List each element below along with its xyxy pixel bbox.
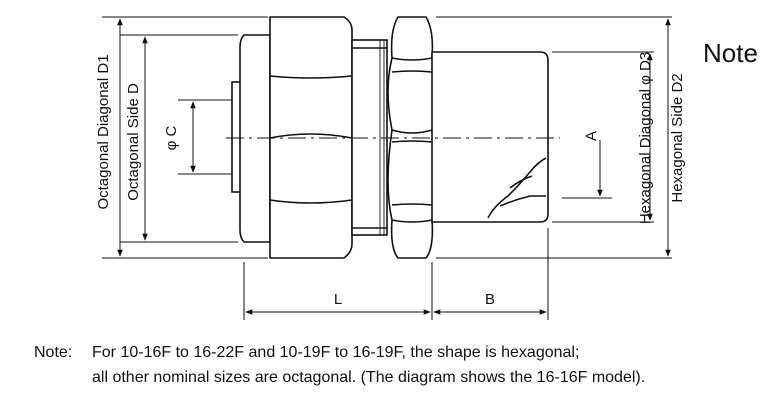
note-line-2: all other nominal sizes are octagonal. (… <box>92 369 646 386</box>
label-b: B <box>485 291 495 308</box>
dimension-lines <box>117 18 671 315</box>
note-label: Note: <box>34 344 73 361</box>
note-line-1: For 10-16F to 16-22F and 10-19F to 16-19… <box>92 344 580 361</box>
tube-spigot <box>431 51 549 223</box>
label-octagonal-diagonal: Octagonal Diagonal D1 <box>95 54 112 209</box>
spigot-cut-detail <box>487 157 547 219</box>
label-hexagonal-side: Hexagonal Side D2 <box>669 73 686 202</box>
extension-lines <box>102 16 672 320</box>
label-l: L <box>334 291 342 308</box>
label-phi-c: φ C <box>163 125 180 150</box>
fitting-left-flange <box>239 34 271 243</box>
label-a: A <box>583 131 600 141</box>
label-octagonal-side: Octagonal Side D <box>125 83 142 201</box>
label-hexagonal-diagonal: Hexagonal Diagonal φ D3 <box>637 52 654 224</box>
note-heading: Note <box>703 38 758 68</box>
